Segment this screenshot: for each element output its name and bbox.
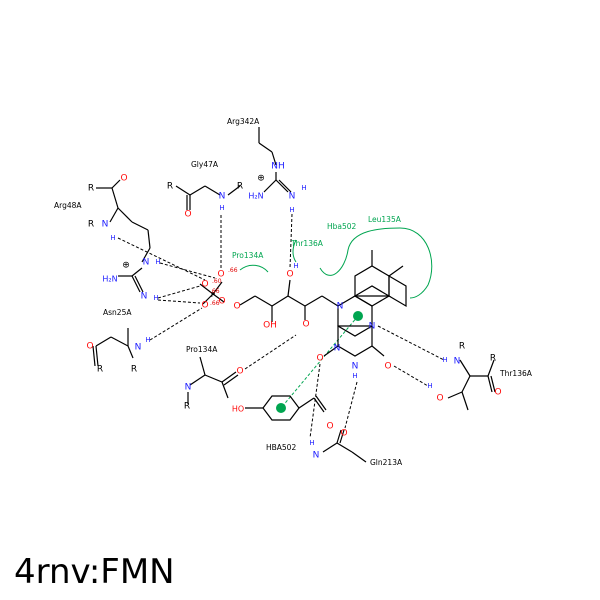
svg-text:H: H <box>153 294 158 302</box>
label-gln213: Gln213A <box>370 458 403 467</box>
label-asn25: Asn25A <box>103 308 132 317</box>
distance-label-2: .60 <box>212 278 222 285</box>
svg-text:N: N <box>454 357 461 367</box>
hydrophobic-arc-thr136 <box>292 239 297 263</box>
fmn-o4-carbonyl: O <box>384 362 391 372</box>
svg-text:R: R <box>167 182 173 192</box>
svg-text:R: R <box>459 342 465 352</box>
svg-text:R: R <box>88 184 94 194</box>
svg-text:N: N <box>141 292 148 302</box>
residue-pro134: N R O <box>184 356 244 412</box>
svg-text:N: N <box>219 192 226 202</box>
fmn-o2-carbonyl: O <box>316 354 323 364</box>
distance-label-3: .66 <box>210 288 220 295</box>
svg-text:O: O <box>120 174 127 184</box>
svg-text:H: H <box>219 204 224 212</box>
fmn-n10: N <box>337 302 344 312</box>
svg-text:N: N <box>135 343 142 353</box>
fmn-op2: O <box>201 301 208 311</box>
svg-text:N: N <box>289 192 296 202</box>
fmn-n1: N <box>334 344 341 354</box>
svg-text:NH: NH <box>271 162 285 172</box>
svg-text:⊕: ⊕ <box>257 174 265 184</box>
distance-label-4: .66 <box>210 300 220 307</box>
label-arg48: Arg48A <box>54 201 82 210</box>
label-thr136-top: Thr136A <box>290 239 324 248</box>
fmn-o5: O <box>233 302 240 312</box>
label-arg342: Arg342A <box>227 117 260 126</box>
residue-gln213: N H O <box>309 429 367 463</box>
svg-text:O: O <box>436 394 443 404</box>
fmn-o4: O <box>302 320 309 330</box>
svg-text:N: N <box>313 451 320 461</box>
svg-text:H: H <box>442 356 447 364</box>
svg-text:N: N <box>143 258 150 268</box>
svg-text:H: H <box>110 234 115 242</box>
svg-text:H: H <box>155 258 160 266</box>
svg-text:R: R <box>88 220 94 230</box>
page-title: 4rnv:FMN <box>14 552 175 592</box>
svg-text:O: O <box>184 210 191 220</box>
svg-text:O: O <box>86 342 93 352</box>
residue-gly47: R O N R H <box>167 182 243 220</box>
svg-text:H: H <box>301 184 306 192</box>
fmn-n3-h: H <box>352 372 357 380</box>
label-leu135: Leu135A <box>368 215 402 224</box>
residue-arg48: R O R N H N H H₂N N H ⊕ <box>88 174 161 303</box>
residue-arg342: NH H₂N N H H ⊕ <box>248 127 307 214</box>
distance-label-1: .66 <box>228 267 238 274</box>
fmn-n5: N <box>369 322 376 332</box>
fmn-o3-h: H <box>293 262 298 270</box>
label-hba502-top: Hba502 <box>327 222 357 231</box>
residue-thr136: N R H R O O H <box>427 342 502 411</box>
hydrophobic-arc-leu135 <box>319 227 433 299</box>
label-gly47: Gly47A <box>191 160 219 169</box>
svg-text:R: R <box>97 365 103 375</box>
hydrophobic-arc-pro134 <box>239 264 269 273</box>
svg-text:H₂N: H₂N <box>248 192 263 201</box>
label-pro134-top: Pro134A <box>232 251 264 260</box>
fmn-n3: N <box>352 362 359 372</box>
svg-text:R: R <box>184 402 190 412</box>
svg-text:N: N <box>102 220 109 230</box>
svg-text:R: R <box>237 182 243 192</box>
svg-text:H: H <box>289 206 294 214</box>
residue-hba502: HO O <box>232 395 334 432</box>
svg-text:O: O <box>236 367 243 377</box>
svg-text:H: H <box>427 382 432 390</box>
svg-text:O: O <box>494 388 501 398</box>
fmn-op4: O <box>217 270 224 280</box>
label-pro134-bottom: Pro134A <box>186 345 218 354</box>
label-hba502-bottom: HBA502 <box>266 443 296 452</box>
svg-text:R: R <box>490 354 496 364</box>
svg-text:O: O <box>326 422 333 432</box>
hydrogen-bonds <box>117 213 445 439</box>
fmn-op3: O <box>218 297 225 307</box>
fmn-op1: O <box>201 280 208 290</box>
fmn-p: P <box>211 291 215 299</box>
fmn-o3: O <box>286 270 293 280</box>
fmn-ligand <box>199 250 407 357</box>
svg-text:N: N <box>185 383 192 393</box>
svg-text:H: H <box>145 336 150 344</box>
fmn-o2: OH <box>263 321 277 331</box>
svg-text:HO: HO <box>232 405 244 414</box>
svg-text:H₂N: H₂N <box>102 275 117 284</box>
svg-text:⊕: ⊕ <box>122 261 130 271</box>
residue-asn25: O R N H R <box>86 328 151 375</box>
svg-text:R: R <box>131 365 137 375</box>
label-thr136-right: Thr136A <box>499 369 533 378</box>
svg-text:O: O <box>340 429 347 439</box>
svg-text:H: H <box>309 439 314 447</box>
